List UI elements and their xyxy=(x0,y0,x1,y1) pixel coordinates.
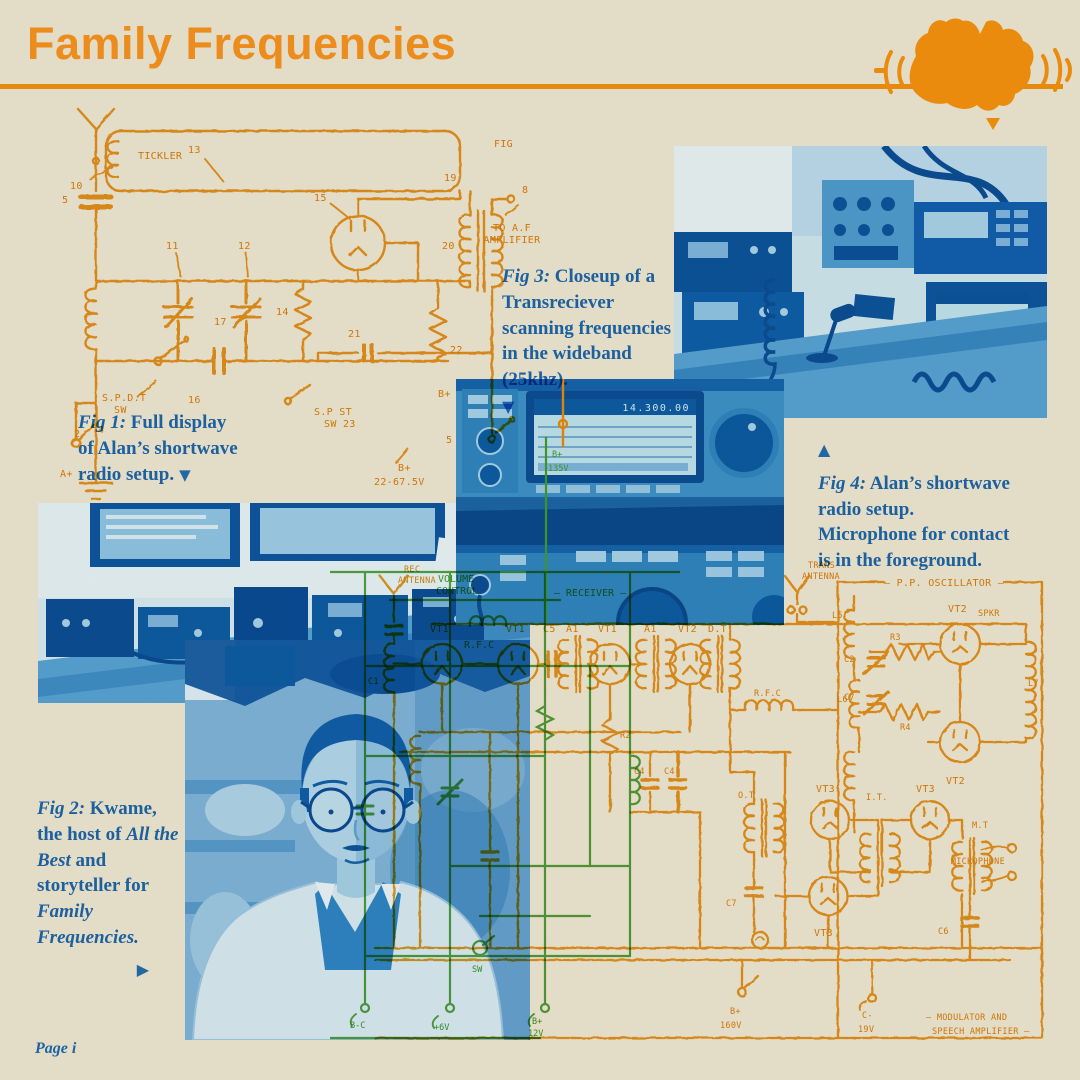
label-b-plus-range: B+ xyxy=(398,463,411,474)
australia-map-icon xyxy=(909,18,1034,111)
label-vt1b: VT1 xyxy=(506,624,525,635)
caption-fig1-marker-down-triangle-icon: ▼ xyxy=(179,465,191,484)
label-rec-antenna: ANTENNA xyxy=(398,576,436,586)
label-r4: R4 xyxy=(900,723,911,733)
label-c6: C6 xyxy=(938,927,949,937)
caption-fig3-label: Fig 3: xyxy=(502,266,551,287)
label-a1b: A1 xyxy=(644,624,657,635)
transceiver xyxy=(914,202,1047,274)
caption-fig1: Fig 1: Full display of Alan’s shortwave … xyxy=(78,410,240,487)
label-20: 20 xyxy=(442,241,455,252)
label-tickler: TICKLER xyxy=(138,151,183,162)
caption-fig2-series-title: Family Frequencies. xyxy=(37,901,139,949)
label-l5: L5 xyxy=(832,611,843,621)
label-r2: R2 xyxy=(620,731,631,741)
caption-fig3: Fig 3: Closeup of a Transreciever scanni… xyxy=(502,264,686,418)
label-a1a: A1 xyxy=(566,624,579,635)
label-l7: L7 xyxy=(1028,679,1039,689)
label-c7b: C7 xyxy=(726,899,737,909)
tasmania-icon xyxy=(986,118,1000,130)
label-c5: C5 xyxy=(543,624,556,635)
label-vt2b: VT2 xyxy=(946,776,965,787)
label-pp-oscillator: — P.P. OSCILLATOR — xyxy=(884,578,1005,589)
label-spst: S.P ST xyxy=(314,407,352,418)
label-spkr: SPKR xyxy=(978,609,1000,619)
label-14: 14 xyxy=(276,307,289,318)
label-vt2a: VT2 xyxy=(948,604,967,615)
label-12: 12 xyxy=(238,241,251,252)
label-c4a: C4 xyxy=(634,767,645,777)
tuning-knob xyxy=(709,408,779,478)
label-17: 17 xyxy=(214,317,227,328)
label-to-af: TO A.F xyxy=(493,223,531,234)
label-vt1a: VT1 xyxy=(430,624,449,635)
label-c4b: C4 xyxy=(664,767,675,777)
label-spst-sw: SW 23 xyxy=(324,419,356,430)
label-a-plus: A+ xyxy=(60,469,73,480)
caption-fig2-marker-right-triangle-icon: ▶ xyxy=(136,959,149,979)
label-16: 16 xyxy=(188,395,201,406)
page-number: Page i xyxy=(35,1040,77,1057)
label-19: 19 xyxy=(444,173,457,184)
caption-fig2-label: Fig 2: xyxy=(37,798,86,819)
caption-fig2: Fig 2: Kwame, the host of All the Best a… xyxy=(37,796,179,981)
label-11: 11 xyxy=(166,241,179,252)
label-modulator: — MODULATOR AND xyxy=(926,1013,1007,1023)
label-vt1c: VT1 xyxy=(598,624,617,635)
label-it: I.T. xyxy=(866,793,888,803)
australia-radio-icon xyxy=(874,18,1072,130)
label-8: 8 xyxy=(522,185,528,196)
caption-fig4-marker-up-triangle-icon: ▲ xyxy=(818,440,831,459)
label-vt3a: VT3 xyxy=(816,784,835,795)
label-5: 5 xyxy=(62,195,68,206)
label-b-voltage: 22-67.5V xyxy=(374,477,425,488)
label-5b: 5 xyxy=(446,435,452,446)
label-r3: R3 xyxy=(890,633,901,643)
label-21: 21 xyxy=(348,329,361,340)
label-22: 22 xyxy=(450,345,463,356)
label-vt3c: VT3 xyxy=(916,784,935,795)
label-b160-plus: B+ xyxy=(730,1007,741,1017)
caption-fig4-label: Fig 4: xyxy=(818,472,867,494)
label-amplifier: AMPLIFIER xyxy=(484,235,542,246)
overlay-label: 135V xyxy=(548,464,568,474)
label-vt3b: VT3 xyxy=(814,928,833,939)
label-rfc: R.F.C xyxy=(754,689,781,699)
label-fig: FIG xyxy=(494,139,513,150)
label-15: 15 xyxy=(314,193,327,204)
page-title: Family Frequencies xyxy=(27,18,457,69)
photo-fig4-radio-shack xyxy=(674,146,1047,418)
label-b160-volts: 160V xyxy=(720,1021,742,1031)
label-rec: REC xyxy=(404,565,420,575)
control-unit xyxy=(822,180,914,268)
label-c2: C2 xyxy=(844,655,855,665)
label-microphone: MICROPHONE xyxy=(951,857,1005,867)
overlay-label: B+ xyxy=(552,450,562,460)
caption-fig4: ▲ Fig 4: Alan’s shortwave radio setup. M… xyxy=(818,436,1016,574)
label-dt: D.T. xyxy=(708,624,733,635)
monitor xyxy=(90,503,240,567)
label-speech-amplifier: SPEECH AMPLIFIER — xyxy=(932,1027,1030,1037)
radio-stack xyxy=(674,232,804,354)
schematic-figure-bottom-right: REC ANTENNA C1 VT1 VT1 C5 A1 VT1 A1 VT2 … xyxy=(368,561,1044,1040)
label-spdt: S.P.D.T xyxy=(102,393,146,404)
label-mt: M.T xyxy=(972,821,988,831)
label-10: 10 xyxy=(70,181,83,192)
caption-fig3-marker-down-triangle-icon: ▼ xyxy=(502,397,515,417)
label-13: 13 xyxy=(188,145,201,156)
schematic-labels: REC ANTENNA C1 VT1 VT1 C5 A1 VT1 A1 VT2 … xyxy=(368,561,1039,1037)
label-c19-volts: 19V xyxy=(858,1025,874,1035)
caption-fig1-label: Fig 1: xyxy=(78,412,127,433)
label-vt2-row: VT2 xyxy=(678,624,697,635)
label-b-plus: B+ xyxy=(438,389,451,400)
label-ot: O.T xyxy=(738,791,754,801)
label-c7a: C7 xyxy=(844,693,855,703)
label-c1: C1 xyxy=(368,677,379,687)
label-c19-minus: C- xyxy=(862,1011,873,1021)
